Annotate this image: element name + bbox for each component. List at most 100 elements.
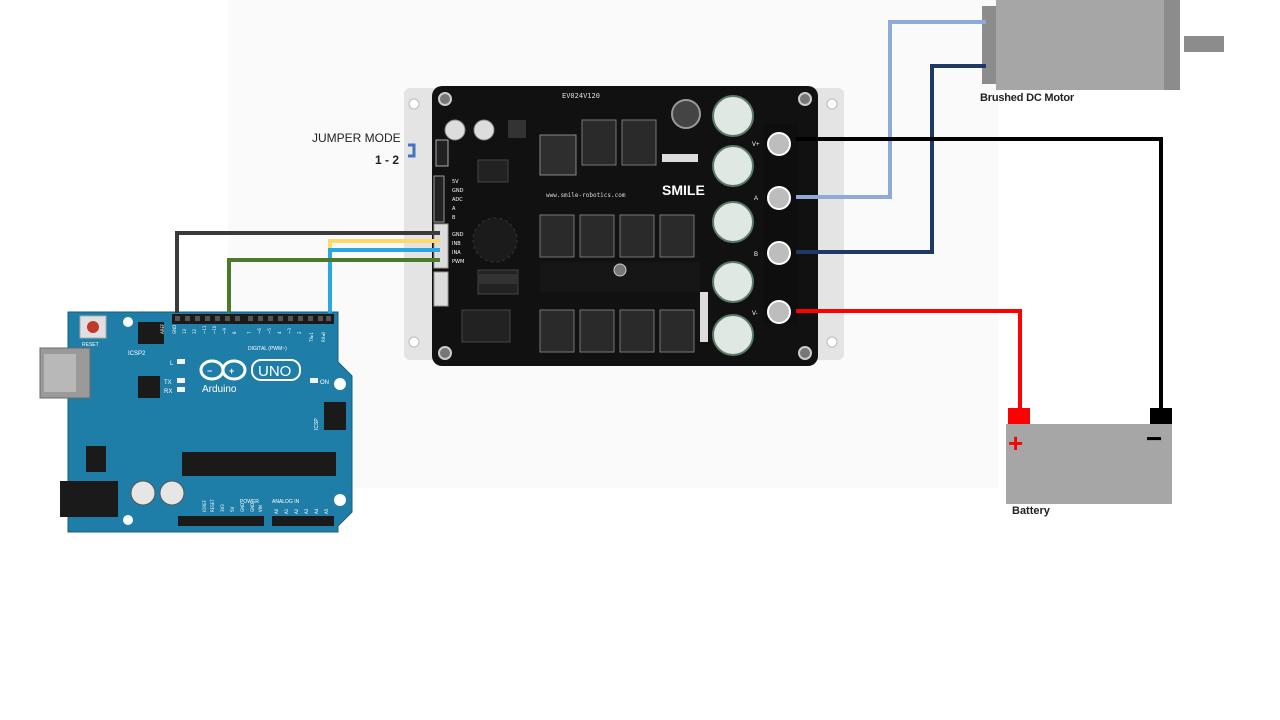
led-on [310, 378, 318, 383]
pin-5v: 5V [452, 179, 459, 185]
motor-endcap [982, 6, 996, 84]
wire-gnd [175, 231, 440, 313]
pin-gnd: GND [452, 188, 464, 194]
icsp-label: ICSP [314, 418, 320, 430]
icsp2-label: ICSP2 [128, 351, 146, 357]
pin-label-vin: VIN [258, 505, 263, 512]
pin-label-ioref: IOREF [202, 499, 207, 512]
jumper-pins-label: 1 - 2 [375, 153, 400, 167]
arduino-logo: − + UNO Arduino [199, 359, 301, 395]
pin-label-2: 2 [297, 331, 302, 334]
motor-label: Brushed DC Motor [980, 92, 1074, 104]
power-header-label: POWER [240, 499, 259, 505]
led-tx [177, 378, 185, 383]
dc-power-jack [60, 481, 118, 517]
wires [175, 20, 1163, 410]
pin-label-9: ~9 [222, 328, 227, 334]
reset-button-cap [87, 321, 99, 333]
terminal-label-v-plus: V+ [752, 142, 760, 148]
atmega-mcu [182, 452, 336, 476]
pin-label-a0: A0 [274, 508, 279, 514]
battery-plus-sign: + [1008, 428, 1023, 458]
digital-header-label: DIGITAL (PWM~) [248, 346, 287, 352]
led-l [177, 359, 185, 364]
battery: + − [1006, 408, 1172, 504]
pin-label-12: 12 [192, 328, 197, 334]
pin-label-rx0: RX◂0 [321, 331, 326, 342]
battery-label: Battery [1012, 505, 1050, 517]
pin-inb: INB [452, 241, 461, 247]
pin-label-5: ~5 [267, 328, 272, 334]
driver-model: EV024V120 [562, 92, 600, 100]
terminal-label-b: B [754, 252, 758, 258]
pin-b: B [452, 215, 456, 221]
led-l-label: L [170, 361, 174, 367]
arduino-uno-board: RESET ICSP2 AREF GND 13 12 ~11 ~10 ~9 8 … [39, 311, 353, 533]
wire-motor-a [796, 20, 986, 199]
pin-label-6: ~6 [257, 328, 262, 334]
pin-label-a4: A4 [314, 508, 319, 514]
usb-chip [138, 376, 160, 398]
jumper-bracket [408, 143, 416, 158]
power-header [178, 516, 264, 526]
wire-battery-positive [796, 309, 1022, 410]
driver-brand: SMILE [662, 182, 705, 198]
pin-label-11: ~11 [202, 325, 207, 334]
input-pin-header-top [433, 175, 445, 223]
analog-header-label: ANALOG IN [272, 499, 300, 505]
voltage-regulator [86, 446, 106, 472]
pin-adc: ADC [452, 197, 463, 203]
terminal-label-a: A [754, 196, 758, 202]
pin-label-3: ~3 [287, 328, 292, 334]
pin-label-a2: A2 [294, 508, 299, 514]
wire-pwm [227, 258, 440, 313]
battery-body [1006, 424, 1172, 504]
capacitor-1 [130, 480, 156, 506]
wire-motor-b [796, 64, 986, 254]
driver-url: www.smile-robotics.com [546, 192, 626, 199]
pin-label-a1: A1 [284, 508, 289, 514]
pin-label-a3: A3 [304, 508, 309, 514]
icsp-header [324, 402, 346, 430]
capacitor-2 [159, 480, 185, 506]
pin-gnd-2: GND [452, 232, 464, 238]
terminal-a [767, 186, 791, 210]
wire-inb [328, 248, 440, 313]
pin-label-5v: 5V [230, 506, 235, 512]
jumper-header [435, 139, 449, 167]
battery-minus-sign: − [1146, 423, 1162, 454]
motor-driver-board: EV024V120 www.smile-robotics.com SMILE [404, 86, 844, 366]
motor-flange [1164, 0, 1180, 90]
terminal-v-plus [767, 132, 791, 156]
arduino-pcb [67, 311, 353, 533]
wire-battery-negative [796, 137, 1163, 410]
icsp2-header [138, 322, 164, 344]
arduino-model: UNO [258, 363, 291, 380]
reset-label: RESET [82, 342, 99, 348]
pin-label-gnd: GND [172, 325, 177, 334]
battery-positive-terminal [1008, 408, 1030, 424]
pin-label-gnd-b: GND [250, 503, 255, 512]
output-screw-terminals: V+ A B V- [752, 124, 798, 324]
inductor [671, 99, 701, 129]
pin-label-8: 8 [232, 331, 237, 334]
terminal-label-v-minus: V- [752, 311, 758, 317]
pin-label-tx1: TX▸1 [309, 332, 314, 343]
mosfet-array [539, 119, 700, 353]
pin-label-13: 13 [182, 328, 187, 334]
jumper-mode-label: JUMPER MODE [312, 131, 401, 145]
led-on-label: ON [320, 380, 329, 386]
motor-body [996, 0, 1164, 90]
brushed-dc-motor [982, 0, 1224, 90]
analog-header [272, 516, 334, 526]
svg-text:+: + [229, 366, 234, 376]
pin-label-reset: RESET [210, 499, 215, 512]
bulk-capacitors [712, 95, 754, 356]
motor-shaft [1184, 36, 1224, 52]
svg-text:−: − [207, 366, 212, 376]
pin-pwm: PWM [452, 259, 464, 265]
led-rx-label: RX [164, 389, 172, 395]
battery-negative-terminal [1150, 408, 1172, 424]
terminal-b [767, 241, 791, 265]
